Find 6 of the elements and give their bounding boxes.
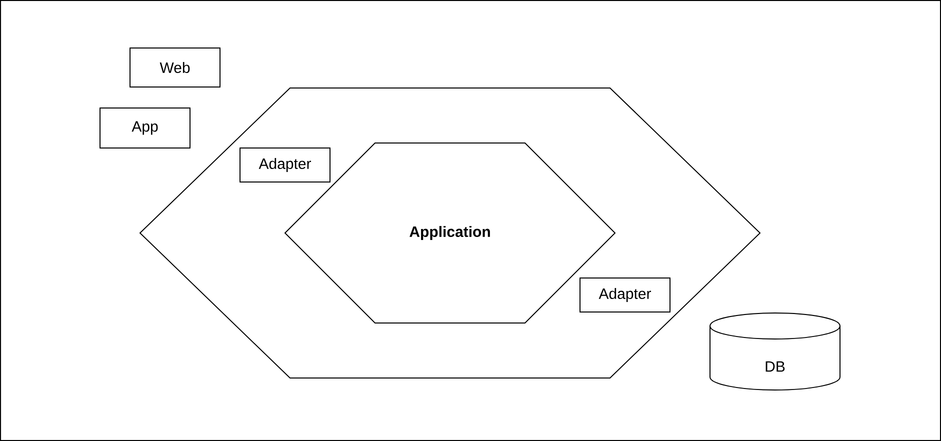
database-cylinder: DB (710, 312, 840, 390)
label-box: Web (130, 48, 220, 88)
node-label: DB (766, 361, 785, 372)
label-box: App (100, 108, 191, 148)
label-box: Adapter (580, 278, 670, 312)
label-box: Adapter (240, 148, 330, 182)
